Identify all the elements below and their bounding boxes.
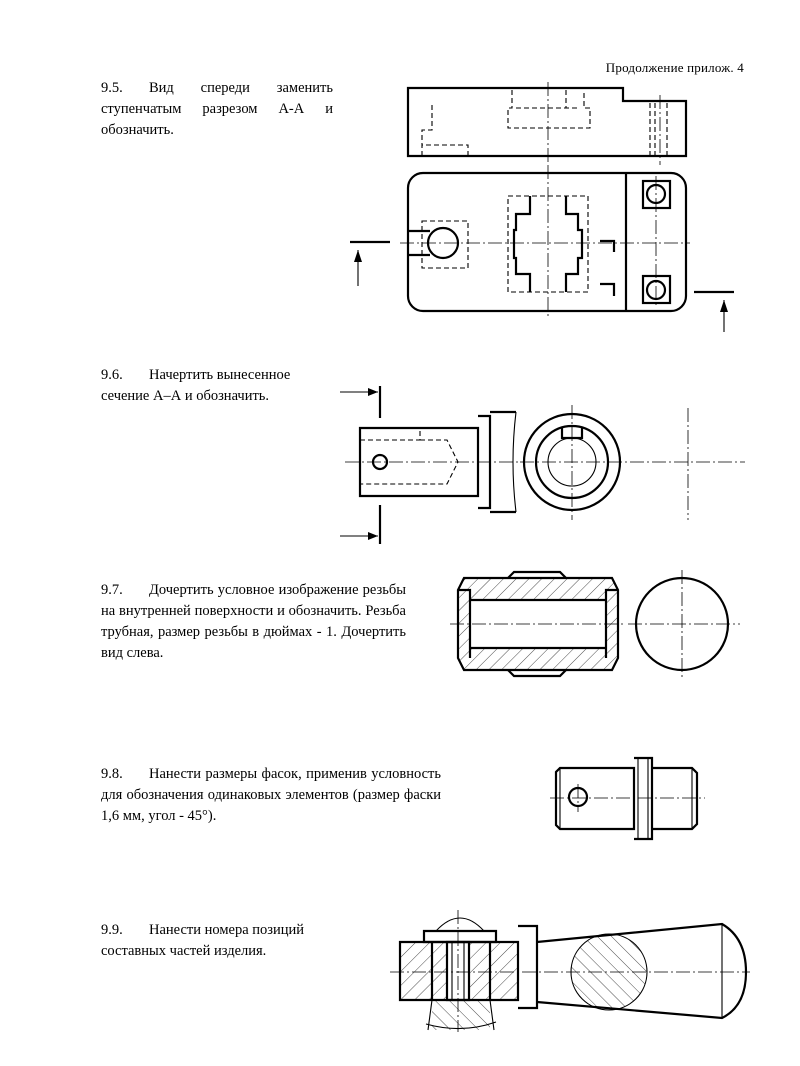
task-9-7: 9.7.Дочертить условное изображение резьб… bbox=[101, 580, 406, 664]
task-number: 9.8. bbox=[101, 766, 123, 782]
task-text: Дочертить условное изображение резьбы на… bbox=[101, 582, 406, 661]
task-9-9: 9.9.Нанести номера позиций составных час… bbox=[101, 920, 341, 962]
bracket-front-and-top-views bbox=[350, 82, 734, 332]
handle-assembly bbox=[390, 910, 750, 1032]
task-number: 9.7. bbox=[101, 582, 123, 598]
task-text: Начертить вынесенное сечение А–А и обозн… bbox=[101, 367, 291, 404]
task-text: Нанести размеры фасок, применив условнос… bbox=[101, 766, 441, 824]
threaded-bushing-and-left-view bbox=[450, 570, 740, 678]
task-9-5: 9.5.Вид спереди заменить ступенчатым раз… bbox=[101, 78, 333, 141]
page-header: Продолжение прилож. 4 bbox=[605, 60, 744, 75]
task-9-6: 9.6.Начертить вынесенное сечение А–А и о… bbox=[101, 365, 331, 407]
task-text: Нанести номера позиций составных частей … bbox=[101, 922, 305, 959]
task-text: Вид спереди заменить ступенчатым разрезо… bbox=[101, 80, 333, 138]
pin-with-chamfers bbox=[550, 756, 705, 841]
task-number: 9.9. bbox=[101, 922, 123, 938]
task-number: 9.5. bbox=[101, 80, 123, 96]
task-number: 9.6. bbox=[101, 367, 123, 383]
shaft-with-hole-and-side-view bbox=[340, 386, 745, 544]
task-9-8: 9.8.Нанести размеры фасок, применив усло… bbox=[101, 764, 441, 827]
